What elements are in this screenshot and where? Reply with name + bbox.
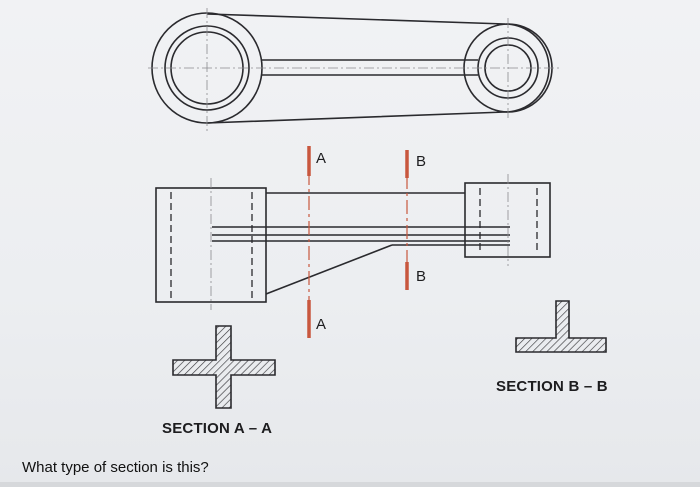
section-a-a-title: SECTION A – A	[162, 420, 273, 437]
front-view-centerlines	[210, 174, 509, 310]
section-b-b-title: SECTION B – B	[496, 378, 608, 395]
question-text: What type of section is this?	[22, 459, 209, 476]
cutting-plane-a-bottom-label: A	[316, 316, 327, 333]
section-b-b-tee	[515, 300, 607, 353]
cutting-plane-b-top-label: B	[416, 153, 427, 170]
front-view	[155, 182, 551, 303]
section-b-b-shape	[515, 300, 607, 353]
cutting-plane-a-top-label: A	[316, 150, 327, 167]
section-a-a-cross	[172, 325, 276, 409]
section-a-a-shape	[172, 325, 276, 409]
bottom-edge	[0, 482, 700, 487]
rib-slope-line	[265, 244, 393, 295]
top-view-arm-outline	[206, 13, 550, 124]
cutting-plane-b-bottom-label: B	[416, 268, 427, 285]
front-view-hidden-lines	[170, 188, 538, 300]
top-view-centerlines	[148, 8, 560, 132]
right-boss-block	[464, 182, 551, 258]
